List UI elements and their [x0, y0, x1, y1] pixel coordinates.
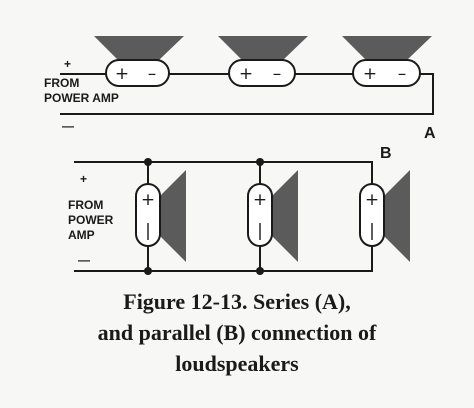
speaker-cone: [94, 36, 184, 60]
positive-terminal-symbol: +: [115, 64, 129, 84]
figure-caption: Figure 12-13. Series (A), and parallel (…: [0, 286, 474, 379]
negative-terminal-symbol: –: [398, 64, 407, 84]
speaker-terminal-capsule: [135, 183, 161, 247]
series-return-wire: [60, 73, 434, 115]
junction-dot: [256, 158, 264, 166]
junction-dot: [144, 267, 152, 275]
junction-dot: [144, 158, 152, 166]
caption-line-3: loudspeakers: [175, 351, 299, 376]
caption-line-1: Figure 12-13. Series (A),: [123, 289, 351, 314]
parallel-source-label-line-3: AMP: [68, 228, 95, 242]
positive-terminal-symbol: +: [365, 190, 379, 210]
speaker-terminal-capsule: [105, 59, 170, 87]
parallel-speaker-1: + |: [135, 170, 186, 262]
negative-terminal-symbol: |: [369, 221, 375, 241]
positive-terminal-symbol: +: [239, 64, 253, 84]
parallel-tag: B: [380, 145, 392, 162]
series-source-label-line-1: FROM: [44, 76, 79, 90]
speaker-cone: [384, 170, 410, 262]
series-source-label-line-2: POWER AMP: [44, 91, 119, 105]
speaker-cone: [160, 170, 186, 262]
series-speaker-3: + –: [342, 36, 432, 87]
speaker-terminal-capsule: [352, 59, 421, 87]
negative-terminal-symbol: |: [257, 221, 263, 241]
negative-terminal-symbol: –: [273, 64, 282, 84]
parallel-circuit: [74, 161, 373, 272]
speaker-cone: [218, 36, 308, 60]
series-minus-label: —: [62, 119, 74, 133]
negative-terminal-symbol: |: [145, 221, 151, 241]
speaker-terminal-capsule: [228, 59, 296, 87]
speaker-terminal-capsule: [359, 183, 385, 247]
junction-dot: [256, 267, 264, 275]
parallel-plus-label: +: [80, 172, 87, 186]
parallel-junctions: [144, 158, 264, 275]
parallel-speaker-2: + |: [247, 170, 298, 262]
parallel-source-label-line-1: FROM: [68, 198, 103, 212]
parallel-minus-label: —: [78, 253, 90, 267]
series-tag: A: [424, 125, 436, 142]
parallel-source-label-line-2: POWER: [68, 213, 114, 227]
series-speaker-1: + –: [94, 36, 184, 87]
caption-line-2: and parallel (B) connection of: [97, 320, 377, 345]
negative-terminal-symbol: –: [148, 64, 157, 84]
speaker-cone: [272, 170, 298, 262]
positive-terminal-symbol: +: [141, 190, 155, 210]
series-speaker-2: + –: [218, 36, 308, 87]
positive-terminal-symbol: +: [363, 64, 377, 84]
series-circuit: [60, 73, 434, 115]
speaker-terminal-capsule: [247, 183, 273, 247]
speaker-cone: [342, 36, 432, 60]
positive-terminal-symbol: +: [253, 190, 267, 210]
series-plus-label: +: [64, 57, 71, 71]
parallel-speaker-3: + |: [359, 170, 410, 262]
